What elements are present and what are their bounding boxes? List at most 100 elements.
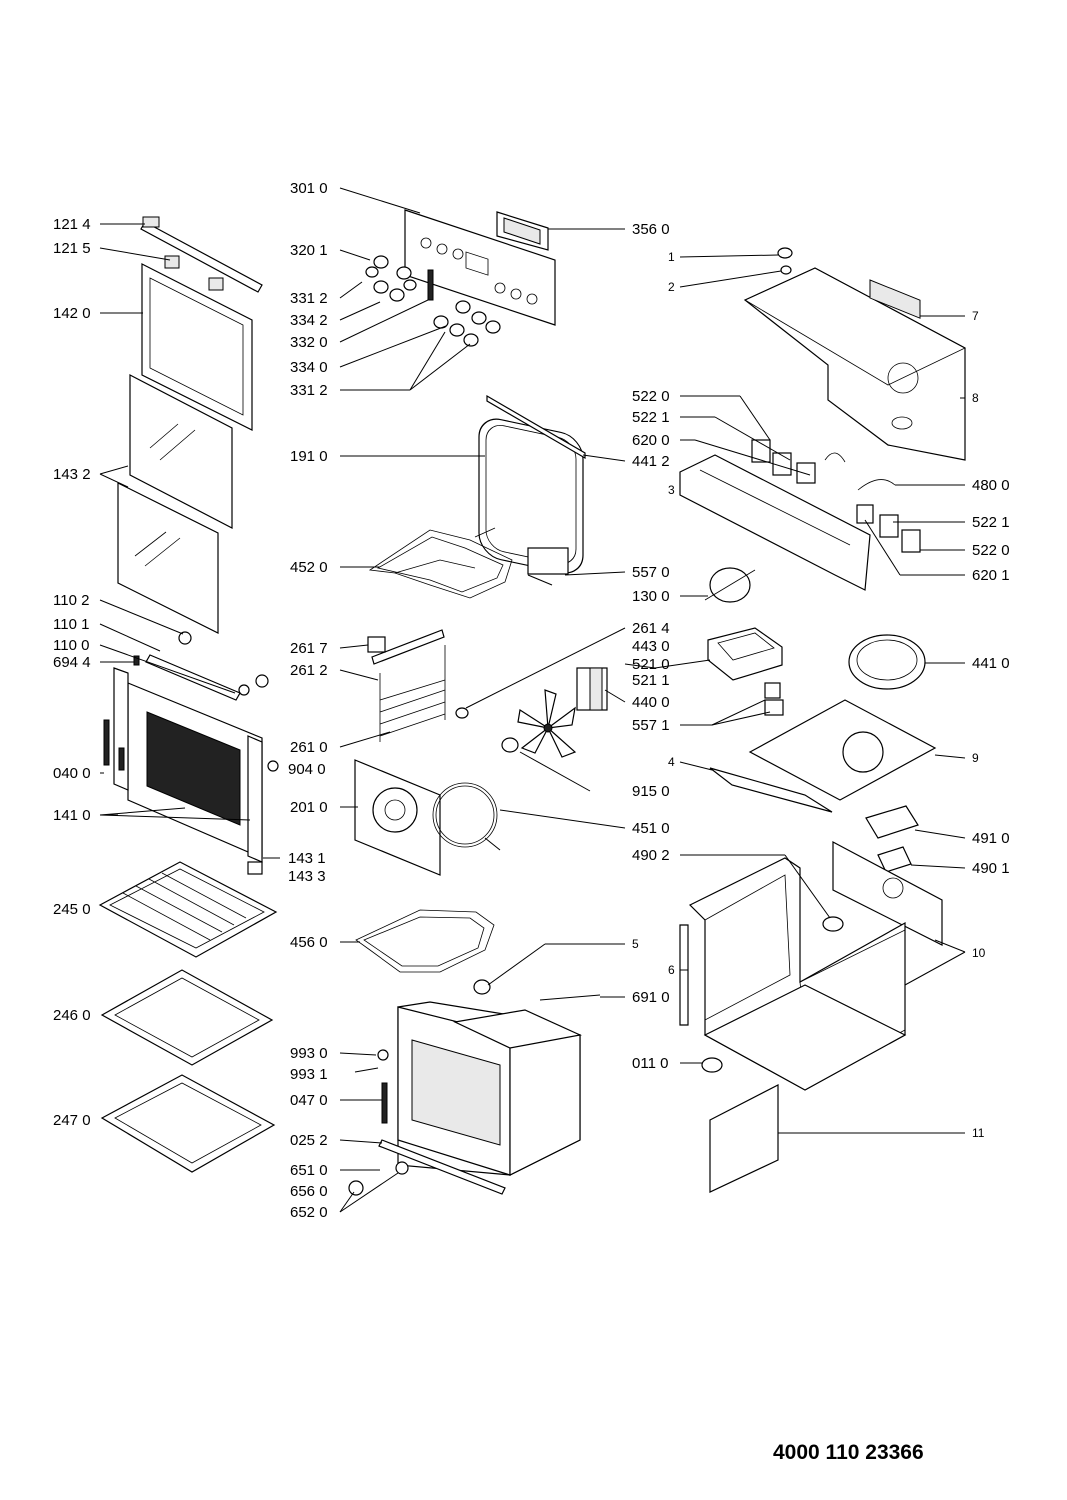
label-261-4: 261 4 <box>632 620 670 637</box>
label-522-1-a: 522 1 <box>632 409 670 426</box>
control-board-part <box>707 627 783 681</box>
label-121-4: 121 4 <box>53 216 91 233</box>
label-620-1: 620 1 <box>972 567 1010 584</box>
top-heating-element-part <box>368 527 513 599</box>
side-panel-part <box>709 1084 779 1193</box>
label-1: 1 <box>668 250 675 264</box>
label-040-0: 040 0 <box>53 765 91 782</box>
door-frame-part <box>103 667 279 875</box>
label-694-4: 694 4 <box>53 654 91 671</box>
label-142-0: 142 0 <box>53 305 91 322</box>
label-331-2-b: 331 2 <box>290 382 328 399</box>
terminal-block-part <box>865 805 919 873</box>
top-cover-part <box>743 247 966 461</box>
label-557-0: 557 0 <box>632 564 670 581</box>
label-110-2: 110 2 <box>53 592 89 609</box>
label-261-2: 261 2 <box>290 662 328 679</box>
label-3: 3 <box>668 483 675 497</box>
circular-element-part <box>432 782 501 851</box>
rear-bracket-part <box>679 454 871 591</box>
label-456-0: 456 0 <box>290 934 328 951</box>
label-2: 2 <box>668 280 675 294</box>
oven-rack-part <box>98 861 278 958</box>
outer-casing-part <box>679 857 907 1091</box>
label-480-0: 480 0 <box>972 477 1010 494</box>
label-011-0: 011 0 <box>632 1055 668 1072</box>
baking-tray-part <box>100 969 274 1066</box>
label-334-0: 334 0 <box>290 359 328 376</box>
label-490-1: 490 1 <box>972 860 1010 877</box>
inner-glass-upper-part <box>129 374 233 529</box>
label-651-0: 651 0 <box>290 1162 328 1179</box>
label-7: 7 <box>972 309 979 323</box>
label-141-0: 141 0 <box>53 807 91 824</box>
rear-panel-part <box>832 841 943 946</box>
thermostat-part <box>527 547 569 586</box>
tangential-fan-part <box>848 634 926 690</box>
label-6: 6 <box>668 963 675 977</box>
door-spacers-part <box>133 631 269 701</box>
label-143-2: 143 2 <box>53 466 91 483</box>
fan-blade-part <box>501 689 577 758</box>
label-557-1: 557 1 <box>632 717 670 734</box>
label-441-2: 441 2 <box>632 453 670 470</box>
label-443-0: 443 0 <box>632 638 670 655</box>
label-121-5: 121 5 <box>53 240 91 257</box>
part-labels: 301 0 356 0 320 1 331 2 334 2 332 0 334 … <box>53 180 1010 1464</box>
label-191-0: 191 0 <box>290 448 328 465</box>
label-246-0: 246 0 <box>53 1007 91 1024</box>
label-452-0: 452 0 <box>290 559 328 576</box>
label-652-0: 652 0 <box>290 1204 328 1221</box>
label-490-2: 490 2 <box>632 847 670 864</box>
label-143-1: 143 1 <box>288 850 326 867</box>
label-320-1: 320 1 <box>290 242 328 259</box>
inner-glass-lower-part <box>117 482 219 634</box>
label-993-0: 993 0 <box>290 1045 328 1062</box>
label-522-1-b: 522 1 <box>972 514 1010 531</box>
label-110-1: 110 1 <box>53 616 89 633</box>
label-334-2: 334 2 <box>290 312 328 329</box>
bottom-heating-element-part <box>355 909 495 973</box>
control-knobs-part <box>365 255 501 347</box>
label-522-0-a: 522 0 <box>632 388 670 405</box>
door-hinge-bar-part <box>140 216 263 293</box>
label-201-0: 201 0 <box>290 799 328 816</box>
label-110-0: 110 0 <box>53 637 89 654</box>
label-356-0: 356 0 <box>632 221 670 238</box>
label-047-0: 047 0 <box>290 1092 328 1109</box>
fan-motor-part <box>576 667 608 711</box>
label-261-7: 261 7 <box>290 640 328 657</box>
rear-fan-cover-part <box>354 759 441 876</box>
label-620-0: 620 0 <box>632 432 670 449</box>
outer-door-glass-part <box>141 263 253 431</box>
label-11: 11 <box>972 1126 985 1140</box>
label-491-0: 491 0 <box>972 830 1010 847</box>
document-number: 4000 110 23366 <box>773 1441 924 1464</box>
label-5: 5 <box>632 937 639 951</box>
label-8: 8 <box>972 391 979 405</box>
label-331-2-a: 331 2 <box>290 290 328 307</box>
label-522-0-b: 522 0 <box>972 542 1010 559</box>
label-521-0: 521 0 <box>632 656 670 673</box>
label-332-0: 332 0 <box>290 334 328 351</box>
label-440-0: 440 0 <box>632 694 670 711</box>
label-691-0: 691 0 <box>632 989 670 1006</box>
label-247-0: 247 0 <box>53 1112 91 1129</box>
label-245-0: 245 0 <box>53 901 91 918</box>
control-panel-part <box>404 209 556 326</box>
label-904-0: 904 0 <box>288 761 326 778</box>
leader-lines <box>99 187 966 1213</box>
base-panel-part <box>709 682 937 813</box>
label-451-0: 451 0 <box>632 820 670 837</box>
label-261-0: 261 0 <box>290 739 328 756</box>
label-9: 9 <box>972 751 979 765</box>
side-rail-part <box>367 629 469 742</box>
label-025-2: 025 2 <box>290 1132 328 1149</box>
deep-tray-part <box>100 1074 276 1173</box>
label-4: 4 <box>668 755 675 769</box>
label-10: 10 <box>972 946 986 960</box>
display-module-part <box>496 211 549 251</box>
label-143-3: 143 3 <box>288 868 326 885</box>
label-130-0: 130 0 <box>632 588 670 605</box>
